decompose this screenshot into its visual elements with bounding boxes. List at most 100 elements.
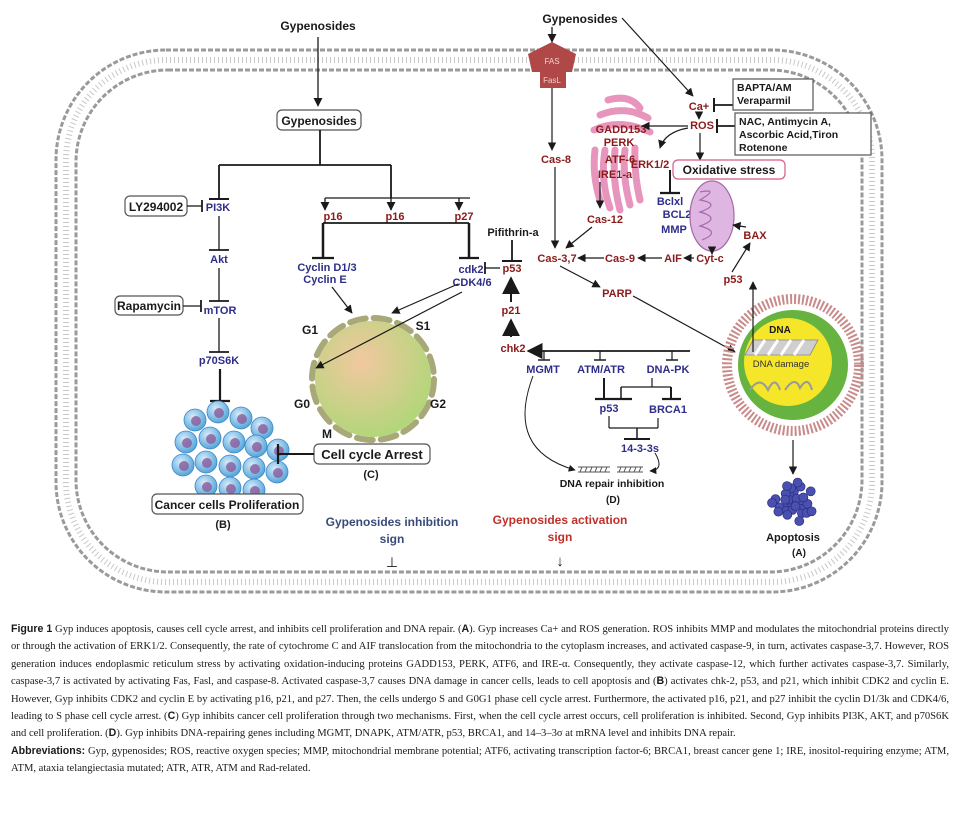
cancer-cell-nucleus (252, 442, 262, 452)
bapta-label: BAPTA/AM (737, 82, 792, 94)
cancer-cell-nucleus (258, 424, 268, 434)
brca1-label: BRCA1 (649, 404, 687, 416)
pi3k-label: PI3K (206, 202, 231, 214)
erk12-label: ERK1/2 (631, 159, 670, 171)
arrow (632, 295, 736, 353)
dna-pk-label: DNA-PK (647, 364, 690, 376)
activation-symbol-icon: ↓ (556, 553, 564, 570)
cyclin-d13-label: Cyclin D1/3 (297, 262, 356, 274)
cancer-cell-nucleus (237, 414, 247, 424)
ire1a-label: IRE1-a (598, 169, 633, 181)
p16-label-2: p16 (386, 211, 405, 223)
gypenosides-box (276, 109, 362, 131)
cancer-cell-nucleus (226, 462, 236, 472)
phase-g0: G0 (294, 397, 310, 411)
parp-label: PARP (602, 288, 632, 300)
panel-c-label: (C) (363, 469, 379, 481)
caption-text: ) Gyp inhibits cancer cell proliferation… (11, 711, 949, 740)
p70s6k-label: p70S6K (199, 355, 239, 367)
pifithrin-label: Pifithrin-a (487, 227, 539, 239)
cancer-proliferation-label: Cancer cells Proliferation (155, 498, 300, 512)
ca-label: Ca+ (689, 101, 710, 113)
nac-box (734, 112, 872, 156)
cancer-cell-nucleus (250, 464, 260, 474)
apoptotic-body (790, 501, 801, 511)
bapta-box (732, 78, 814, 111)
apoptosis-label: Apoptosis (766, 532, 820, 544)
cell-cycle-circle (315, 321, 431, 437)
phase-g1: G1 (302, 323, 318, 337)
dna-helix-icon (744, 339, 819, 356)
cdk46-label: CDK4/6 (452, 277, 491, 289)
gypenosides-top-left: Gypenosides (280, 19, 356, 33)
ros-label: ROS (690, 120, 714, 132)
cdk2-label: cdk2 (458, 264, 483, 276)
cancer-cell-nucleus (182, 438, 192, 448)
dna-label: DNA (769, 325, 791, 336)
bax-label: BAX (743, 230, 767, 242)
ascorbic-label: Ascorbic Acid,Tiron (739, 129, 838, 141)
cancer-cell-nucleus (214, 408, 224, 418)
p53-left-label: p53 (503, 263, 522, 275)
apoptotic-body (782, 481, 792, 491)
abbreviations-paragraph: Abbreviations: Gyp, gypenosides; ROS, re… (11, 743, 949, 778)
caption-panel-d: D (108, 727, 117, 740)
cancer-cell-nucleus (230, 438, 240, 448)
arrow (621, 17, 694, 97)
legend-inhibition-line1: Gypenosides inhibition (326, 515, 459, 529)
p27-label: p27 (455, 211, 474, 223)
aif-label: AIF (664, 253, 682, 265)
cancer-cell-nucleus (191, 416, 201, 426)
inhibition-symbol-icon: ⊥ (386, 554, 398, 570)
apoptotic-body (798, 492, 809, 503)
p16-label-1: p16 (324, 211, 343, 223)
apoptotic-body (780, 494, 791, 505)
arrow (731, 242, 751, 273)
dna-strand-icon (578, 466, 643, 473)
caption-panel-c: C (167, 710, 176, 723)
phase-g2: G2 (430, 397, 446, 411)
panel-d-label: (D) (606, 495, 620, 506)
cancer-cell-nucleus (202, 482, 212, 492)
arrow (391, 283, 459, 314)
cas9-label: Cas-9 (605, 253, 635, 265)
apoptotic-body (805, 486, 816, 497)
dna-repair-inhibition-label: DNA repair inhibition (560, 478, 665, 490)
nac-label: NAC, Antimycin A, (739, 116, 831, 128)
panel-b-label: (B) (215, 519, 231, 531)
mitochondrion-cristae (698, 190, 713, 241)
caption-text: ). Gyp increases Ca+ and ROS generation.… (11, 624, 949, 688)
cyclin-e-label: Cyclin E (303, 274, 346, 286)
14-3-3s-label: 14-3-3s (621, 443, 659, 455)
oxidative-stress-label: Oxidative stress (683, 163, 776, 177)
phase-m: M (322, 427, 332, 441)
apoptotic-body (792, 477, 803, 488)
fasl-label: FasL (543, 76, 561, 85)
arrow (524, 375, 576, 472)
gypenosides-top-right: Gypenosides (542, 12, 618, 26)
cancer-cell-nucleus (179, 461, 189, 471)
apoptotic-body (773, 506, 784, 517)
cancer-cell-nucleus (226, 484, 236, 494)
cell-cycle-arrest-label: Cell cycle Arrest (321, 447, 423, 462)
cas37-label: Cas-3,7 (537, 253, 576, 265)
bclxl-label: Bclxl (657, 196, 683, 208)
apoptotic-body (782, 509, 793, 520)
atm-atr-label: ATM/ATR (577, 364, 625, 376)
arrow (658, 127, 689, 149)
cell-membrane (54, 48, 884, 594)
oxidative-stress-box (672, 159, 786, 180)
panel-a-label: (A) (792, 548, 806, 559)
gadd153-label: GADD153 (596, 124, 647, 136)
veraparmil-label: Veraparmil (737, 95, 791, 107)
dna-damage-label: DNA damage (753, 359, 810, 370)
fas-receptor (528, 42, 576, 72)
mgmt-label: MGMT (526, 364, 560, 376)
cell-cycle-ring (309, 315, 437, 443)
apoptotic-bodies (767, 477, 817, 526)
gypenosides-box-label: Gypenosides (281, 114, 357, 128)
abbreviations-label: Abbreviations: (11, 744, 86, 757)
rotenone-label: Rotenone (739, 142, 788, 154)
mitochondrion (689, 180, 735, 252)
cas12-label: Cas-12 (587, 214, 623, 226)
